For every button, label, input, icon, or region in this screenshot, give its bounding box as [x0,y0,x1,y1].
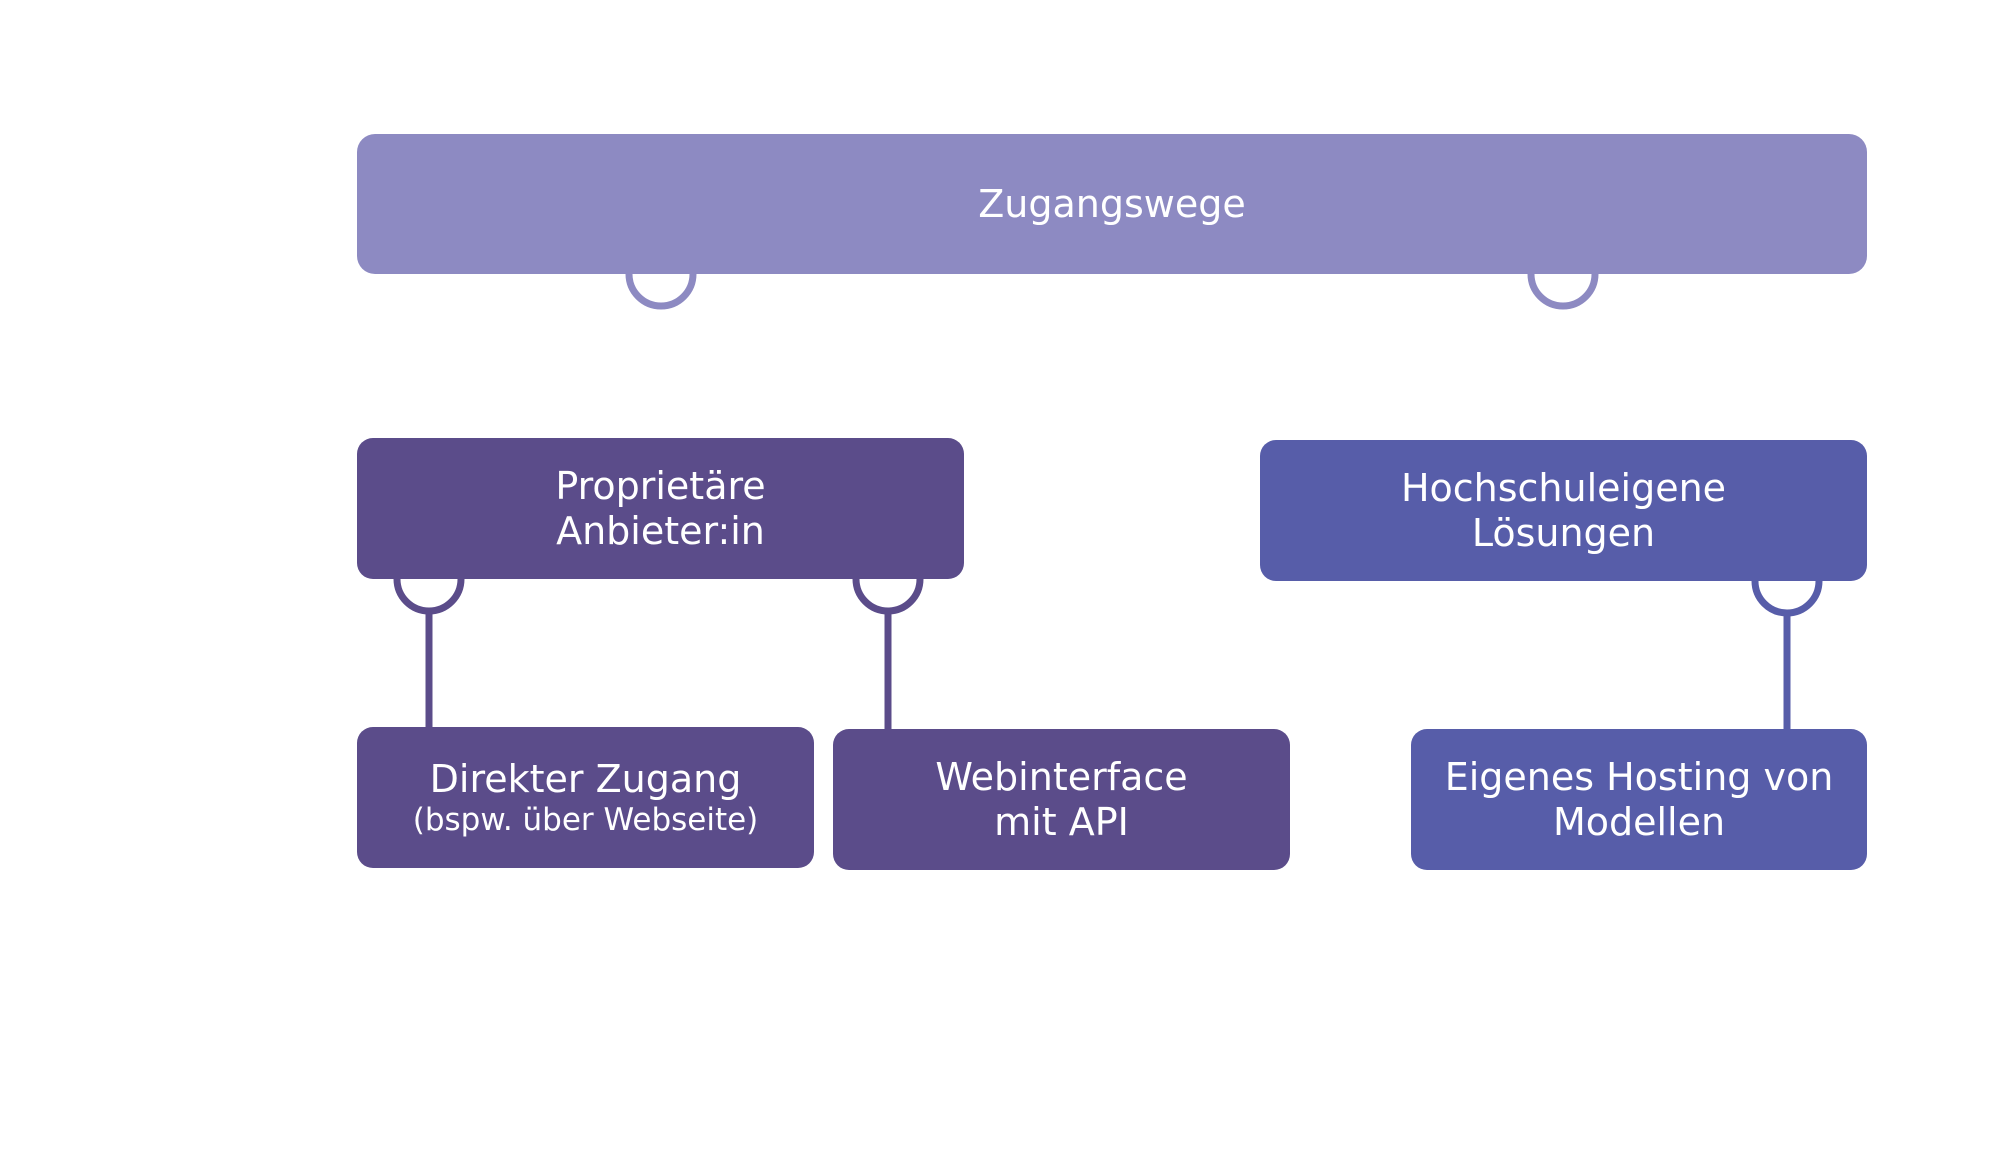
node-direct-access: Direkter Zugang (bspw. über Webseite) [357,727,814,868]
connector-root-to-own-solutions [1527,273,1599,442]
node-direct-access-line1: Direkter Zugang [429,756,742,801]
node-own-solutions: Hochschuleigene Lösungen [1260,440,1867,581]
node-proprietary-line2: Anbieter:in [556,508,765,553]
connector-own-solutions-to-own-hosting [1751,580,1823,731]
node-webinterface-api: Webinterface mit API [833,729,1290,870]
node-own-hosting-line1: Eigenes Hosting von [1444,754,1834,799]
connector-root-to-proprietary [625,273,697,440]
node-own-solutions-line1: Hochschuleigene [1400,465,1727,510]
root-node-label: Zugangswege [978,181,1246,226]
node-proprietary-line1: Proprietäre [555,463,766,508]
node-own-hosting: Eigenes Hosting von Modellen [1411,729,1867,870]
node-own-hosting-line2: Modellen [1552,799,1726,844]
node-webinterface-line2: mit API [994,799,1129,844]
node-proprietary-providers: Proprietäre Anbieter:in [357,438,964,579]
node-own-solutions-line2: Lösungen [1471,510,1656,555]
root-node-access-routes: Zugangswege [357,134,1867,274]
connector-proprietary-to-webinterface [852,578,924,731]
node-webinterface-line1: Webinterface [935,754,1188,799]
node-direct-access-line2: (bspw. über Webseite) [412,801,759,838]
connector-proprietary-to-direct-access [393,578,465,729]
